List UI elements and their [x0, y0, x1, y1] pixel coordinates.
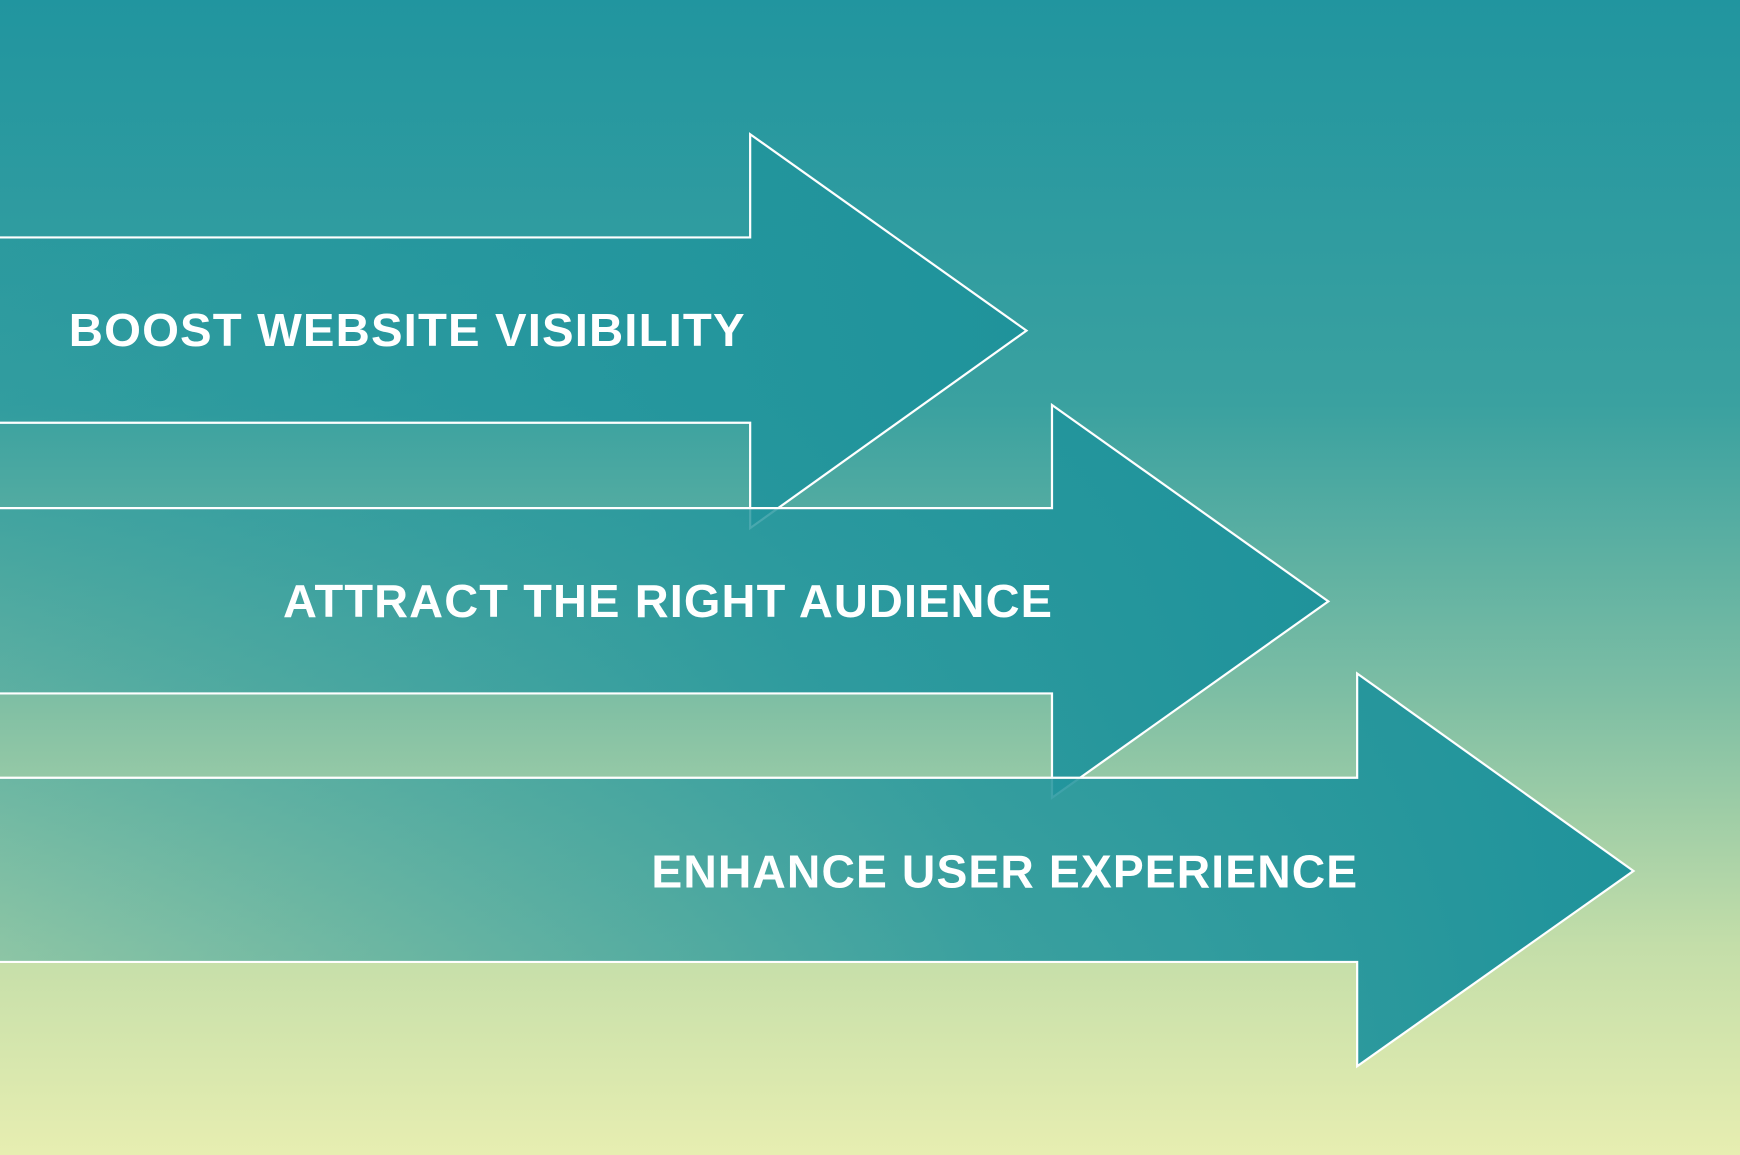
arrow-right-icon [0, 402, 1331, 800]
arrow-right-icon [0, 132, 1029, 531]
arrow-label: BOOST WEBSITE VISIBILITY [69, 304, 746, 356]
arrow-right-icon [0, 671, 1636, 1069]
arrow-attract-audience: ATTRACT THE RIGHT AUDIENCE [0, 402, 1331, 800]
arrow-boost-visibility: BOOST WEBSITE VISIBILITY [0, 132, 1029, 531]
arrow-label: ENHANCE USER EXPERIENCE [651, 846, 1358, 898]
arrow-label: ATTRACT THE RIGHT AUDIENCE [283, 575, 1053, 627]
arrow-enhance-experience: ENHANCE USER EXPERIENCE [0, 671, 1636, 1069]
